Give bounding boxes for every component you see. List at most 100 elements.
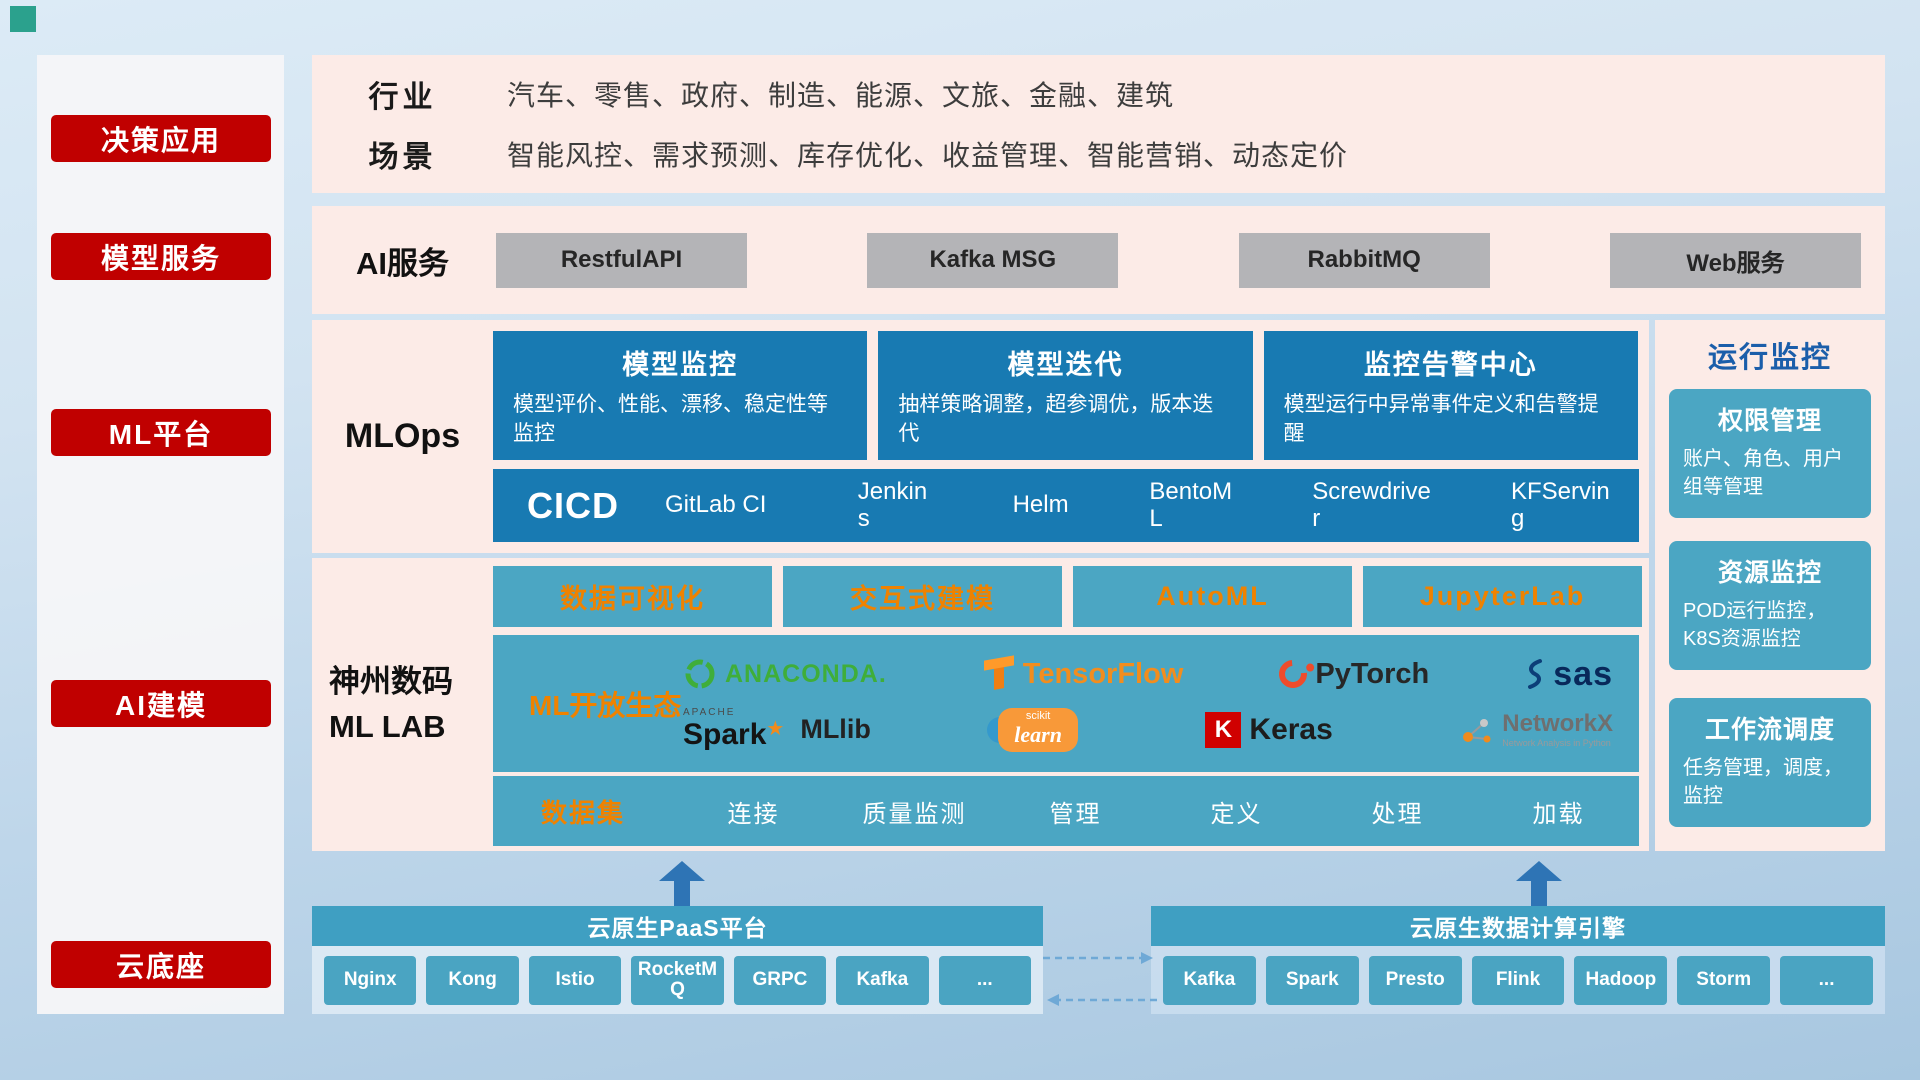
sas-text: sas (1553, 654, 1613, 693)
up-arrow-engine (1516, 861, 1562, 906)
keras-icon: K (1205, 711, 1242, 748)
ai-service-label: AI服务 (356, 245, 449, 281)
paas-tool-nginx[interactable]: Nginx (324, 955, 417, 1005)
runtime-monitor-title: 运行监控 (1707, 342, 1832, 374)
runtime-monitor-panel: 运行监控 权限管理 账户、角色、用户组等管理 资源监控 POD运行监控，K8S资… (1655, 320, 1885, 851)
tab-interactive-modeling[interactable]: 交互式建模 (783, 566, 1062, 627)
up-arrow-head (659, 861, 705, 881)
web-service-button[interactable]: Web服务 (1609, 232, 1861, 288)
up-arrow-stem (1531, 881, 1547, 906)
paas-panel: 云原生PaaS平台 Nginx Kong Istio RocketMQ GRPC… (312, 906, 1043, 1014)
up-arrow-stem (674, 881, 690, 906)
model-iteration-card: 模型迭代 抽样策略调整，超参调优，版本迭代 (878, 331, 1253, 460)
tensorflow-icon (983, 657, 1015, 691)
cicd-tool-bentoml[interactable]: BentoML (1149, 478, 1233, 532)
industry-label: 行业 (368, 80, 437, 114)
workflow-card: 工作流调度 任务管理，调度，监控 (1669, 698, 1871, 827)
paas-tool-rocketmq[interactable]: RocketMQ (631, 955, 724, 1005)
sidebar-item-cloud-base[interactable]: 云底座 (51, 941, 271, 988)
paas-tool-kafka[interactable]: Kafka (836, 955, 929, 1005)
paas-tool-istio[interactable]: Istio (528, 955, 622, 1005)
scikit-learn-logo: scikit learn (987, 707, 1078, 752)
keras-logo: K Keras (1205, 711, 1333, 748)
paas-tool-more[interactable]: ... (938, 955, 1031, 1005)
anaconda-icon (685, 659, 715, 689)
mlops-panel: MLOps 模型监控 模型评价、性能、漂移、稳定性等监控 模型迭代 抽样策略调整… (312, 320, 1649, 553)
mlops-cards: 模型监控 模型评价、性能、漂移、稳定性等监控 模型迭代 抽样策略调整，超参调优，… (493, 331, 1638, 460)
cicd-tool-jenkins[interactable]: Jenkins (857, 478, 928, 532)
paas-title: 云原生PaaS平台 (312, 906, 1043, 946)
up-arrow-head (1516, 861, 1562, 881)
sidebar-item-ml-platform[interactable]: ML平台 (51, 409, 271, 456)
ecosystem-logos: ANACONDA. TensorFlow PyTorch sas (683, 635, 1639, 772)
corner-accent (10, 6, 36, 32)
dataset-item-load[interactable]: 加载 (1532, 800, 1585, 828)
networkx-texts: NetworkX Network Analysis in Python (1502, 709, 1613, 748)
paas-tool-kong[interactable]: Kong (426, 955, 519, 1005)
paas-tool-grpc[interactable]: GRPC (733, 955, 827, 1005)
apache-text: APACHE (683, 707, 736, 719)
anaconda-text: ANACONDA. (725, 659, 887, 688)
kafka-msg-button[interactable]: Kafka MSG (867, 232, 1119, 288)
engine-tool-kafka[interactable]: Kafka (1163, 955, 1256, 1005)
cicd-tool-gitlab-ci[interactable]: GitLab CI (665, 491, 767, 519)
alert-center-title: 监控告警中心 (1363, 350, 1538, 380)
sidebar-item-model-services[interactable]: 模型服务 (51, 233, 271, 280)
mllib-text: MLlib (800, 714, 871, 745)
data-flow-arrows-icon (1043, 952, 1157, 1006)
spark-star-icon: ★ (766, 718, 785, 741)
cicd-tool-helm[interactable]: Helm (1012, 491, 1069, 519)
networkx-subtext: Network Analysis in Python (1502, 737, 1611, 748)
dataset-bar: 数据集 连接 质量监测 管理 定义 处理 加载 (493, 776, 1639, 846)
model-monitoring-card: 模型监控 模型评价、性能、漂移、稳定性等监控 (493, 331, 868, 460)
cicd-tools: GitLab CI Jenkins Helm BentoML Screwdriv… (665, 478, 1611, 532)
cicd-tool-kfserving[interactable]: KFServing (1510, 478, 1610, 532)
spark-mllib-logo: APACHE Spark★ MLlib (683, 707, 871, 752)
mlops-label: MLOps (344, 417, 461, 455)
engine-tool-presto[interactable]: Presto (1368, 955, 1462, 1005)
sidebar-item-ai-modeling[interactable]: AI建模 (51, 680, 271, 727)
ai-service-buttons: RestfulAPI Kafka MSG RabbitMQ Web服务 (496, 206, 1861, 314)
engine-tool-storm[interactable]: Storm (1677, 955, 1771, 1005)
sas-logo: sas (1525, 655, 1613, 694)
mllab-tabs: 数据可视化 交互式建模 AutoML JupyterLab (493, 566, 1642, 627)
mllab-label-line2: ML LAB (329, 708, 446, 744)
sidebar: 决策应用 模型服务 ML平台 AI建模 云底座 (37, 55, 284, 1014)
data-engine-title: 云原生数据计算引擎 (1151, 906, 1885, 946)
scenario-label: 场景 (368, 141, 437, 175)
tab-jupyterlab[interactable]: JupyterLab (1363, 566, 1642, 627)
tab-automl[interactable]: AutoML (1073, 566, 1352, 627)
dataset-item-quality-monitor[interactable]: 质量监测 (862, 800, 967, 828)
networkx-text: NetworkX (1502, 709, 1613, 737)
permission-body: 账户、角色、用户组等管理 (1683, 448, 1843, 498)
model-iteration-body: 抽样策略调整，超参调优，版本迭代 (898, 393, 1214, 446)
engine-tool-more[interactable]: ... (1780, 955, 1874, 1005)
resource-body: POD运行监控，K8S资源监控 (1683, 600, 1827, 650)
logo-row-1: ANACONDA. TensorFlow PyTorch sas (683, 654, 1613, 694)
mllab-label-line1: 神州数码 (329, 663, 453, 699)
restfulapi-button[interactable]: RestfulAPI (496, 232, 747, 288)
sidebar-item-decision-apps[interactable]: 决策应用 (51, 115, 271, 162)
rabbitmq-button[interactable]: RabbitMQ (1238, 232, 1490, 288)
resource-card: 资源监控 POD运行监控，K8S资源监控 (1669, 541, 1871, 670)
up-arrow-paas (659, 861, 705, 906)
dataset-item-manage[interactable]: 管理 (1049, 800, 1102, 828)
logo-row-2: APACHE Spark★ MLlib scikit learn K Keras (683, 707, 1613, 752)
cicd-tool-screwdriver[interactable]: Screwdriver (1312, 478, 1431, 532)
resource-title: 资源监控 (1717, 559, 1822, 587)
dataset-item-process[interactable]: 处理 (1371, 800, 1424, 828)
engine-tool-spark[interactable]: Spark (1265, 955, 1359, 1005)
mllab-panel: 神州数码 ML LAB 数据可视化 交互式建模 AutoML JupyterLa… (312, 558, 1649, 851)
keras-text: Keras (1249, 712, 1333, 746)
engine-tool-flink[interactable]: Flink (1471, 955, 1565, 1005)
dataset-item-define[interactable]: 定义 (1210, 800, 1263, 828)
dataset-label: 数据集 (540, 797, 625, 828)
data-engine-tools: Kafka Spark Presto Flink Hadoop Storm ..… (1151, 946, 1885, 1014)
networkx-icon (1463, 718, 1491, 743)
ml-ecosystem-box: ML开放生态 ANACONDA. TensorFlow PyTorch (493, 635, 1639, 772)
dataset-item-connect[interactable]: 连接 (727, 800, 780, 828)
paas-tools: Nginx Kong Istio RocketMQ GRPC Kafka ... (312, 946, 1043, 1014)
spark-text: Spark (683, 718, 767, 752)
tab-data-visualization[interactable]: 数据可视化 (493, 566, 772, 627)
engine-tool-hadoop[interactable]: Hadoop (1574, 955, 1668, 1005)
